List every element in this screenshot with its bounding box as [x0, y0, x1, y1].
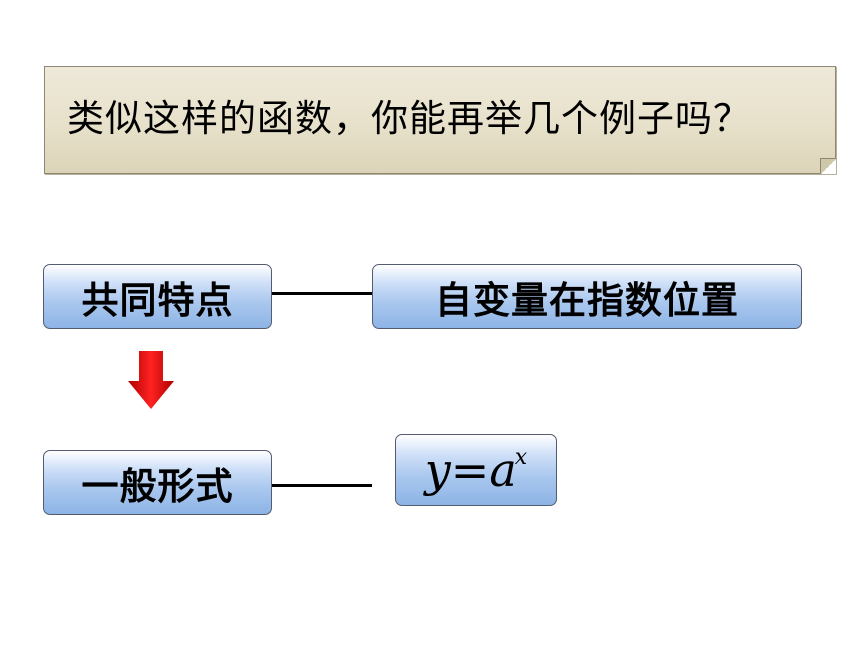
formula-base: y=a [424, 443, 517, 497]
formula-exponent: x [514, 444, 528, 470]
common-features-connector [272, 292, 372, 295]
page-curl-corner [820, 158, 836, 174]
common-features-description: 自变量在指数位置 [435, 278, 739, 322]
common-features-label: 共同特点 [81, 278, 234, 322]
exponential-formula: y=ax [425, 443, 527, 497]
question-banner: 类似这样的函数，你能再举几个例子吗？ [44, 66, 836, 174]
general-form-label: 一般形式 [81, 464, 234, 508]
question-text: 类似这样的函数，你能再举几个例子吗？ [67, 97, 751, 140]
down-arrow-icon [128, 351, 174, 409]
general-form-connector [272, 484, 372, 487]
common-features-box: 共同特点 [43, 264, 272, 329]
formula-box: y=ax [395, 434, 557, 506]
general-form-box: 一般形式 [43, 450, 272, 515]
common-features-description-box: 自变量在指数位置 [372, 264, 802, 329]
